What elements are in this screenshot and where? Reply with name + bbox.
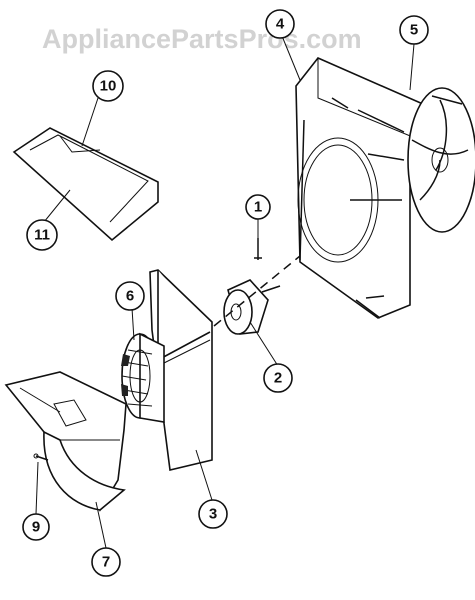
callout-9-label: 9 — [32, 519, 40, 536]
callout-10-label: 10 — [100, 78, 117, 95]
callout-9: 9 — [22, 513, 50, 541]
callout-1-label: 1 — [254, 199, 262, 216]
callout-11-label: 11 — [34, 227, 50, 244]
mounting-bracket — [149, 269, 213, 471]
fan-shroud — [295, 57, 434, 319]
assembly-axis — [213, 255, 301, 327]
callout-6-label: 6 — [126, 288, 134, 305]
callout-2-label: 2 — [274, 370, 282, 387]
callout-10: 10 — [92, 70, 124, 102]
callout-1: 1 — [245, 194, 271, 220]
callout-6: 6 — [115, 281, 145, 311]
screw-9 — [33, 453, 49, 461]
motor — [223, 279, 281, 335]
watermark-text: AppliancePartsPros.com — [42, 24, 362, 54]
cover-panel — [12, 127, 159, 242]
callout-4: 4 — [265, 9, 295, 39]
callout-3: 3 — [198, 499, 228, 529]
callout-5: 5 — [399, 15, 429, 45]
callout-11: 11 — [26, 219, 58, 251]
callout-2: 2 — [263, 363, 293, 393]
blower-housing — [4, 371, 127, 512]
callout-4-label: 4 — [276, 16, 285, 33]
callout-7-label: 7 — [102, 554, 110, 571]
fan-blade — [407, 87, 475, 233]
callout-7: 7 — [91, 547, 121, 577]
screw-1 — [254, 238, 262, 260]
leader-lines — [35, 35, 415, 549]
blower-wheel — [121, 332, 165, 423]
callout-5-label: 5 — [410, 22, 418, 39]
callout-3-label: 3 — [209, 506, 217, 523]
